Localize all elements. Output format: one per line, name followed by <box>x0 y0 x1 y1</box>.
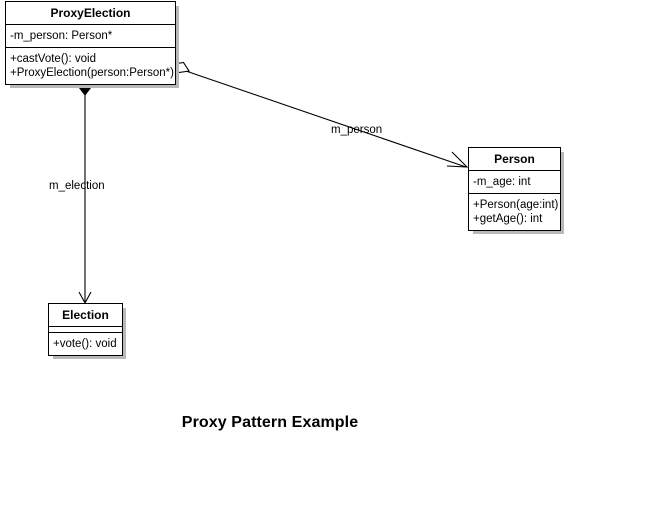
methods-compartment-person: +Person(age:int) +getAge(): int <box>469 194 560 230</box>
hollow-diamond-icon <box>173 61 190 74</box>
attributes-compartment-person: -m_age: int <box>469 171 560 194</box>
method-item: +Person(age:int) <box>473 199 559 211</box>
attribute-item: -m_age: int <box>473 176 531 188</box>
class-name-election: Election <box>49 304 122 327</box>
diagram-caption: Proxy Pattern Example <box>181 414 359 431</box>
class-name-proxyelection: ProxyElection <box>6 2 175 25</box>
open-arrow-icon-election <box>78 291 92 305</box>
method-item: +getAge(): int <box>473 213 543 225</box>
edge-label-m-person: m_person <box>331 124 383 136</box>
method-item: +vote(): void <box>53 338 117 350</box>
edge-line-m-person <box>182 69 467 168</box>
method-item: +ProxyElection(person:Person*) <box>10 67 174 79</box>
uml-class-proxyelection[interactable]: ProxyElection -m_person: Person* +castVo… <box>5 1 176 85</box>
uml-class-election[interactable]: Election +vote(): void <box>48 303 123 356</box>
methods-compartment-election: +vote(): void <box>49 333 122 355</box>
attributes-compartment-election <box>49 327 122 333</box>
attributes-compartment-proxyelection: -m_person: Person* <box>6 25 175 48</box>
edge-label-m-election: m_election <box>49 180 105 192</box>
edge-proxyelection-person <box>173 61 469 168</box>
class-name-person: Person <box>469 148 560 171</box>
attribute-item: -m_person: Person* <box>10 30 113 42</box>
method-item: +castVote(): void <box>10 53 96 65</box>
methods-compartment-proxyelection: +castVote(): void +ProxyElection(person:… <box>6 48 175 84</box>
open-arrow-icon-person <box>446 151 469 168</box>
uml-class-person[interactable]: Person -m_age: int +Person(age:int) +get… <box>468 147 561 231</box>
